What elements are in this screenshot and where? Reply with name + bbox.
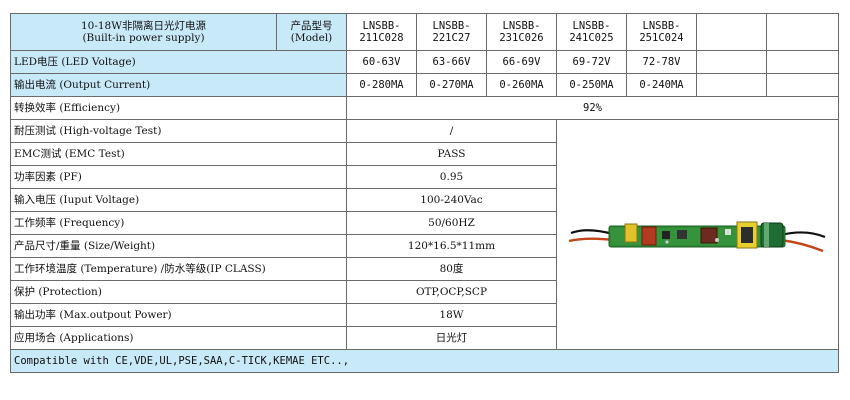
- model-cell: LNSBB-251C024: [626, 13, 697, 51]
- value-cell: 120*16.5*11mm: [346, 234, 557, 258]
- high-voltage-row: 耐压测试 (High-voltage Test) /: [10, 119, 839, 350]
- model-label-cell: 产品型号 (Model): [276, 13, 347, 51]
- product-title-cell: 10-18W非隔离日光灯电源 (Built-in power supply): [10, 13, 277, 51]
- empty-cell: [696, 73, 767, 97]
- model-cell: LNSBB-241C025: [556, 13, 627, 51]
- value-cell: 0-260MA: [486, 73, 557, 97]
- empty-cell: [766, 73, 839, 97]
- model-cell: LNSBB-231C026: [486, 13, 557, 51]
- value-cell: 18W: [346, 303, 557, 327]
- model-cell: LNSBB-211C028: [346, 13, 417, 51]
- product-image-cell: [556, 119, 839, 350]
- value-cell: 0-240MA: [626, 73, 697, 97]
- efficiency-row: 转换效率 (Efficiency) 92%: [10, 96, 839, 120]
- model-code: 211C028: [359, 32, 404, 44]
- value-cell: 0-250MA: [556, 73, 627, 97]
- row-label: 功率因素 (PF): [10, 165, 347, 189]
- model-code: 221C27: [432, 32, 471, 44]
- value-cell: 60-63V: [346, 50, 417, 74]
- value-cell: 100-240Vac: [346, 188, 557, 212]
- model-cell: LNSBB-221C27: [416, 13, 487, 51]
- empty-cell: [696, 50, 767, 74]
- compatibility-note: Compatible with CE,VDE,UL,PSE,SAA,C-TICK…: [10, 349, 839, 373]
- model-prefix: LNSBB-: [502, 20, 541, 32]
- pf-row: 功率因素 (PF) 0.95: [10, 165, 839, 189]
- value-cell: OTP,OCP,SCP: [346, 280, 557, 304]
- footer-row: Compatible with CE,VDE,UL,PSE,SAA,C-TICK…: [10, 349, 839, 373]
- value-cell: 日光灯: [346, 326, 557, 350]
- value-cell: PASS: [346, 142, 557, 166]
- model-code: 241C025: [569, 32, 614, 44]
- model-prefix: LNSBB-: [432, 20, 471, 32]
- value-cell: 80度: [346, 257, 557, 281]
- value-cell: /: [346, 119, 557, 143]
- spec-table: 10-18W非隔离日光灯电源 (Built-in power supply) 产…: [10, 13, 839, 373]
- led-voltage-row: LED电压 (LED Voltage) 60-63V 63-66V 66-69V…: [10, 50, 839, 74]
- empty-cell: [766, 13, 839, 51]
- header-row: 10-18W非隔离日光灯电源 (Built-in power supply) 产…: [10, 13, 839, 51]
- output-power-row: 输出功率 (Max.outpout Power) 18W: [10, 303, 839, 327]
- temperature-row: 工作环境温度 (Temperature) /防水等级(IP CLASS) 80度: [10, 257, 839, 281]
- row-label: 转换效率 (Efficiency): [10, 96, 347, 120]
- row-label: 输入电压 (Iuput Voltage): [10, 188, 347, 212]
- applications-row: 应用场合 (Applications) 日光灯: [10, 326, 839, 350]
- value-cell: 0-280MA: [346, 73, 417, 97]
- pcb-driver-board-photo: [568, 221, 825, 252]
- model-prefix: LNSBB-: [362, 20, 401, 32]
- row-label: 工作频率 (Frequency): [10, 211, 347, 235]
- empty-cell: [766, 50, 839, 74]
- row-label: EMC测试 (EMC Test): [10, 142, 347, 166]
- output-current-row: 输出电流 (Output Current) 0-280MA 0-270MA 0-…: [10, 73, 839, 97]
- model-label-en: (Model): [290, 32, 333, 44]
- value-cell: 92%: [346, 96, 839, 120]
- row-label: 保护 (Protection): [10, 280, 347, 304]
- model-prefix: LNSBB-: [642, 20, 681, 32]
- product-title: 10-18W非隔离日光灯电源: [80, 20, 207, 32]
- value-cell: 0.95: [346, 165, 557, 189]
- value-cell: 69-72V: [556, 50, 627, 74]
- row-label: 应用场合 (Applications): [10, 326, 347, 350]
- row-label: 工作环境温度 (Temperature) /防水等级(IP CLASS): [10, 257, 347, 281]
- model-code: 231C026: [499, 32, 544, 44]
- product-subtitle: (Built-in power supply): [82, 32, 205, 44]
- model-code: 251C024: [639, 32, 684, 44]
- value-cell: 63-66V: [416, 50, 487, 74]
- value-cell: 0-270MA: [416, 73, 487, 97]
- empty-cell: [696, 13, 767, 51]
- value-cell: 72-78V: [626, 50, 697, 74]
- value-cell: 50/60HZ: [346, 211, 557, 235]
- input-voltage-row: 输入电压 (Iuput Voltage) 100-240Vac: [10, 188, 839, 212]
- row-label: LED电压 (LED Voltage): [10, 50, 347, 74]
- value-cell: 66-69V: [486, 50, 557, 74]
- row-label: 输出电流 (Output Current): [10, 73, 347, 97]
- model-prefix: LNSBB-: [572, 20, 611, 32]
- row-label: 耐压测试 (High-voltage Test): [10, 119, 347, 143]
- row-label: 产品尺寸/重量 (Size/Weight): [10, 234, 347, 258]
- model-label: 产品型号: [290, 20, 333, 32]
- row-label: 输出功率 (Max.outpout Power): [10, 303, 347, 327]
